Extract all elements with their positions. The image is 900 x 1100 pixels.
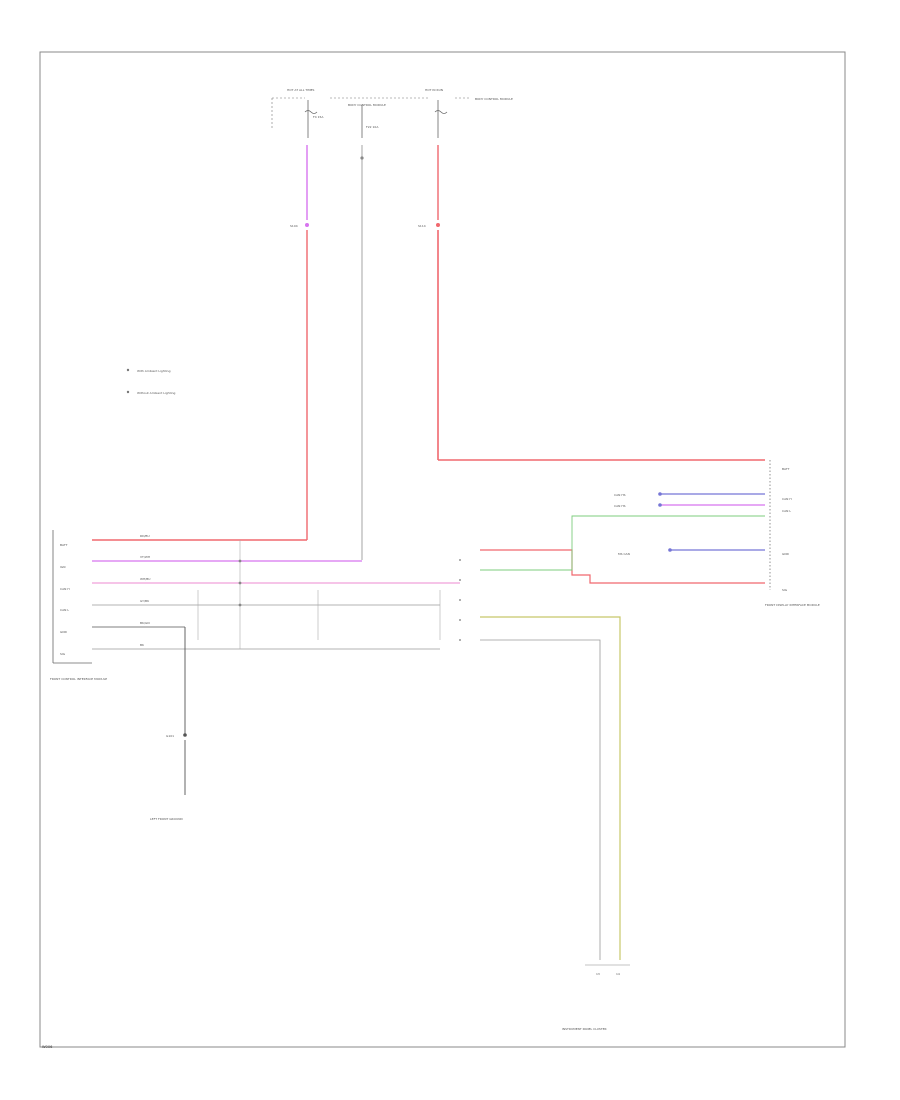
wire-label-5: BK/GN <box>140 621 150 625</box>
fuse-1-label: F4 15A <box>313 115 324 119</box>
ground: G101 LEFT FRONT GROUND <box>150 627 187 821</box>
bottom-pin-2: 14 <box>616 972 620 976</box>
legend: With Ambient Lighting Without Ambient Li… <box>126 368 175 395</box>
right-module-title: FRONT DISPLAY INTERFACE MODULE <box>765 603 820 607</box>
right-side-label-3: MS CAN <box>618 552 630 556</box>
wire-label-2: VT/WH <box>140 555 150 559</box>
ground-label: BODY CONTROL MODULE <box>348 103 386 107</box>
left-module-title: FRONT CONTROL INTERFACE MODULE <box>50 677 107 681</box>
bottom-connector-title: INSTRUMENT PANEL CLUSTER <box>562 1027 607 1031</box>
right-module: BATT CAN H CAN L GND SIG CAN HS CAN HS M… <box>614 460 820 607</box>
wire-label-3: WH/BU <box>140 577 151 581</box>
wire-label-6: BK <box>140 643 145 647</box>
splice-left-label: S104 <box>290 224 298 228</box>
fuse-2-label: F22 10A <box>366 125 379 129</box>
left-pin-1: BATT <box>60 543 68 547</box>
bus-wires: RD/BU VT/WH WH/BU GY/BK BK/GN BK <box>92 534 460 650</box>
left-pin-3: CAN H <box>60 587 70 591</box>
left-pin-5: GND <box>60 630 68 634</box>
right-note: BODY CONTROL MODULE <box>475 97 513 101</box>
fuse-1: F4 15A <box>304 100 324 138</box>
legend-item-2: Without Ambient Lighting <box>137 391 175 395</box>
left-pin-2: IGN <box>60 565 65 569</box>
diagram-frame <box>39 51 846 1048</box>
fuse-2: F22 10A <box>361 105 379 138</box>
ground-splice-label: G101 <box>166 734 174 738</box>
right-pin-2: CAN H <box>782 497 792 501</box>
right-side-label-2: CAN HS <box>614 504 626 508</box>
fuse-box-right-label: HOT IN RUN <box>425 88 443 92</box>
right-pin-3: CAN L <box>782 509 791 513</box>
right-side-label-1: CAN HS <box>614 493 626 497</box>
legend-item-1: With Ambient Lighting <box>137 369 171 373</box>
bottom-connector: 13 14 INSTRUMENT PANEL CLUSTER <box>562 920 630 1031</box>
bottom-pin-1: 13 <box>596 972 600 976</box>
ground-title: LEFT FRONT GROUND <box>150 817 183 821</box>
left-pin-4: CAN L <box>60 608 69 612</box>
fuse-panel: HOT AT ALL TIMES HOT IN RUN BODY CONTROL… <box>271 88 513 138</box>
feed-right: S114 <box>418 145 765 461</box>
splice-right-label: S114 <box>418 224 426 228</box>
right-pin-1: BATT <box>782 467 790 471</box>
right-pin-5: SIG <box>782 588 788 592</box>
feed-middle <box>360 145 364 560</box>
left-pin-6: SIG <box>60 652 66 656</box>
fuse-3 <box>434 100 448 138</box>
right-pin-4: GND <box>782 552 790 556</box>
wire-label-1: RD/BU <box>140 534 150 538</box>
feed-left: S104 <box>290 145 309 535</box>
left-module: BATT IGN CAN H CAN L GND SIG FRONT CONTR… <box>50 530 107 681</box>
wire-label-4: GY/BK <box>140 599 150 603</box>
center-links <box>459 515 765 920</box>
footer-code: W006 <box>42 1045 53 1049</box>
fuse-box-left-label: HOT AT ALL TIMES <box>287 88 315 92</box>
